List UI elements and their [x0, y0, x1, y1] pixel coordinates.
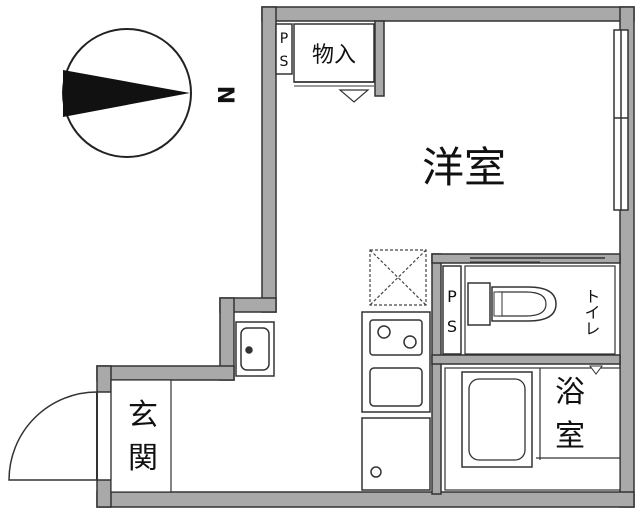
- western-room-label: 洋室: [422, 143, 506, 192]
- pipe-space-top-p: P: [280, 31, 288, 47]
- bathroom: 浴 室: [444, 365, 621, 491]
- washbasin: [235, 321, 275, 377]
- stove-burner-left: [377, 325, 391, 339]
- wall-entrance-top: [96, 365, 235, 381]
- washing-machine-space: [369, 249, 427, 306]
- wall-left-upper: [261, 6, 277, 313]
- wall-entrance-left: [96, 365, 112, 393]
- wall-toilet-bath: [431, 354, 621, 365]
- toilet-room: トイレ: [464, 257, 616, 355]
- entrance: 玄 関: [8, 379, 172, 493]
- pipe-space-middle: P S: [442, 265, 462, 355]
- walls: [96, 6, 635, 508]
- toilet-tank: [467, 282, 491, 326]
- window-right: [613, 29, 629, 211]
- bathroom-label-2: 室: [555, 419, 585, 454]
- compass-north-label: N: [212, 86, 237, 104]
- compass-arrow-icon: [63, 70, 190, 117]
- stove-burner-right: [403, 335, 417, 349]
- pipe-space-top: P S: [275, 23, 293, 75]
- kitchen-sink: [369, 367, 423, 407]
- wall-top: [261, 6, 635, 22]
- storage-label: 物入: [312, 43, 356, 68]
- kitchen-counter: [361, 311, 431, 413]
- bathroom-label: 浴: [555, 375, 585, 410]
- compass: N: [62, 28, 237, 158]
- wall-entrance-left-lower: [96, 479, 112, 508]
- entrance-label-2: 関: [128, 441, 158, 476]
- front-door-swing: [8, 391, 98, 481]
- pipe-space-middle-s: S: [447, 317, 457, 336]
- pipe-space-middle-p: P: [447, 287, 457, 306]
- pipe-space-top-s: S: [280, 54, 289, 70]
- storage-door-swing: [338, 89, 370, 103]
- storage-closet: 物入: [293, 23, 375, 103]
- refrigerator-space: [361, 417, 431, 491]
- wall-bath-left: [431, 253, 442, 495]
- wall-bottom: [96, 491, 635, 508]
- wall-storage-right: [374, 20, 385, 97]
- entrance-label: 玄: [128, 398, 158, 433]
- toilet-label: トイレ: [582, 288, 601, 336]
